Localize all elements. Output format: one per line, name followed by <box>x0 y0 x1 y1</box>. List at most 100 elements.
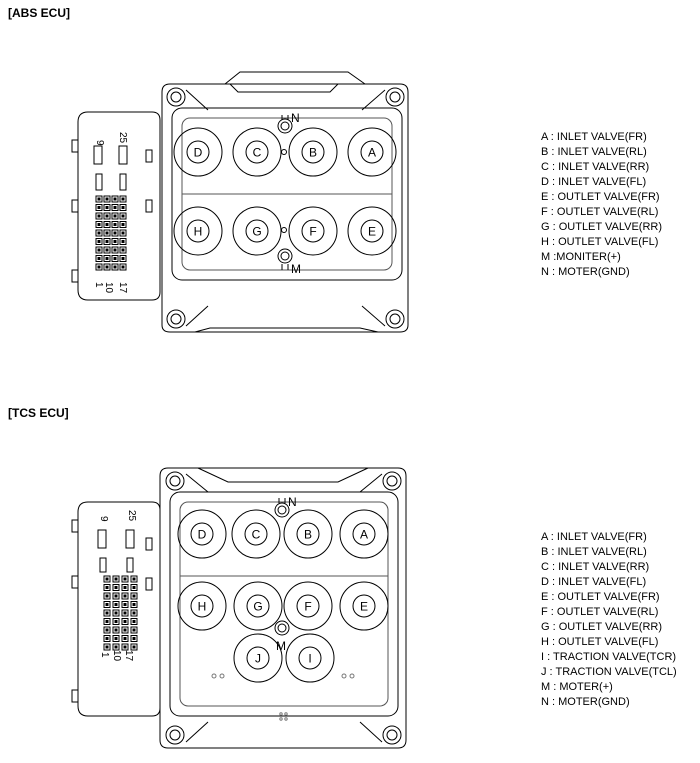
abs-legend-item: C : INLET VALVE(RR) <box>541 161 650 173</box>
tcs-connector-pin <box>112 618 120 625</box>
tcs-connector-pin <box>121 618 129 625</box>
tcs-connector-pin <box>103 592 111 600</box>
tcs-connector-pin <box>112 609 120 617</box>
abs-connector-pin <box>103 204 111 211</box>
abs-valve-label-c: C <box>253 146 262 160</box>
abs-center-dot-top <box>281 149 287 155</box>
tcs-connector-pin <box>103 618 111 625</box>
tcs-valve-label-c: C <box>252 528 261 542</box>
abs-valve-c: C <box>232 127 282 177</box>
tcs-connector-pin <box>130 618 138 625</box>
abs-monitor-n <box>277 115 293 134</box>
abs-valve-a: A <box>347 127 397 177</box>
tcs-connector-pin <box>103 643 111 651</box>
abs-valve-label-e: E <box>368 225 376 239</box>
tcs-pin-10: 10 <box>111 650 122 662</box>
tcs-valve-c: C <box>231 509 281 559</box>
tcs-housing-outline <box>159 467 407 749</box>
abs-connector-pin <box>119 255 127 262</box>
abs-valve-h: H <box>173 206 223 256</box>
tcs-valve-g: G <box>233 581 283 631</box>
abs-pin-10: 10 <box>103 282 114 294</box>
abs-connector-pin <box>111 221 119 228</box>
abs-connector-pin <box>103 195 111 203</box>
abs-valve-f: F <box>288 206 338 256</box>
tcs-connector-pin <box>121 643 129 651</box>
abs-bottom-cover <box>194 327 379 333</box>
tcs-valve-label-g: G <box>253 600 262 614</box>
tcs-connector-pin <box>103 584 111 591</box>
tcs-connector-pin <box>121 626 129 634</box>
abs-corner-ribs <box>185 89 386 327</box>
tcs-legend-item: N : MOTER(GND) <box>541 696 630 708</box>
abs-connector-pin <box>95 238 103 245</box>
tcs-valve-label-e: E <box>360 600 368 614</box>
tcs-connector-pin-grid <box>103 575 138 651</box>
tcs-legend-item: J : TRACTION VALVE(TCL) <box>541 666 677 678</box>
tcs-valve-f: F <box>283 581 333 631</box>
tcs-section-title: [TCS ECU] <box>8 406 69 420</box>
tcs-valve-a: A <box>339 509 389 559</box>
tcs-connector-pin <box>112 584 120 591</box>
tcs-valve-block <box>169 491 399 717</box>
tcs-connector-pin <box>103 635 111 642</box>
abs-connector-pin <box>95 204 103 211</box>
tcs-label-m: M <box>276 639 286 653</box>
abs-top-cover <box>224 71 366 85</box>
abs-connector-pin <box>111 212 119 220</box>
tcs-connector-pin <box>130 609 138 617</box>
abs-connector-pin <box>95 212 103 220</box>
tcs-valve-label-j: J <box>255 652 261 666</box>
abs-connector-pin <box>111 238 119 245</box>
abs-connector-pin <box>119 204 127 211</box>
abs-valve-d: D <box>173 127 223 177</box>
abs-legend-item: D : INLET VALVE(FL) <box>541 176 647 188</box>
tcs-small-dots <box>211 673 355 721</box>
abs-legend-item: F : OUTLET VALVE(RL) <box>541 206 659 218</box>
tcs-connector-pin <box>130 643 138 651</box>
abs-connector-pin <box>103 246 111 254</box>
abs-pin-25: 25 <box>117 132 128 144</box>
abs-pin-17: 17 <box>117 282 128 294</box>
tcs-connector-pin <box>112 601 120 608</box>
tcs-connector-pin <box>112 575 120 583</box>
tcs-legend-item: H : OUTLET VALVE(FL) <box>541 636 659 648</box>
abs-valve-label-a: A <box>368 146 376 160</box>
abs-valve-block <box>171 107 403 281</box>
tcs-connector-pin <box>130 635 138 642</box>
tcs-connector-pin <box>112 635 120 642</box>
abs-legend-item: H : OUTLET VALVE(FL) <box>541 236 659 248</box>
tcs-legend-item: D : INLET VALVE(FL) <box>541 576 647 588</box>
abs-connector-pin <box>119 212 127 220</box>
abs-connector-pin <box>103 255 111 262</box>
abs-monitor-m <box>277 248 293 270</box>
abs-connector-pin <box>103 263 111 271</box>
tcs-legend-item: A : INLET VALVE(FR) <box>541 531 647 543</box>
abs-connector-pin <box>111 204 119 211</box>
abs-legend-item: B : INLET VALVE(RL) <box>541 146 647 158</box>
abs-connector-pin <box>119 246 127 254</box>
tcs-valve-label-i: I <box>308 652 311 666</box>
abs-top-tab <box>200 83 368 93</box>
abs-valve-label-g: G <box>252 225 261 239</box>
tcs-pin-25: 25 <box>126 510 137 522</box>
abs-housing-outline <box>161 83 409 333</box>
tcs-connector-pin <box>103 626 111 634</box>
abs-connector-pin <box>103 238 111 245</box>
tcs-pin-1: 1 <box>99 652 110 658</box>
abs-connector-pin <box>119 221 127 228</box>
tcs-legend-item: G : OUTLET VALVE(RR) <box>541 621 663 633</box>
tcs-top-tab <box>197 467 369 483</box>
abs-connector-pin <box>103 221 111 228</box>
tcs-valve-label-a: A <box>360 528 368 542</box>
tcs-legend-item: M : MOTER(+) <box>541 681 613 693</box>
abs-legend-item: A : INLET VALVE(FR) <box>541 131 647 143</box>
abs-valve-b: B <box>288 127 338 177</box>
abs-label-m: M <box>291 262 301 276</box>
abs-connector-pin <box>103 229 111 237</box>
tcs-valve-label-h: H <box>198 600 207 614</box>
tcs-monitor-m <box>274 620 290 636</box>
tcs-connector <box>71 501 161 717</box>
abs-legend: A : INLET VALVE(FR) B : INLET VALVE(RL) C … <box>541 130 662 280</box>
